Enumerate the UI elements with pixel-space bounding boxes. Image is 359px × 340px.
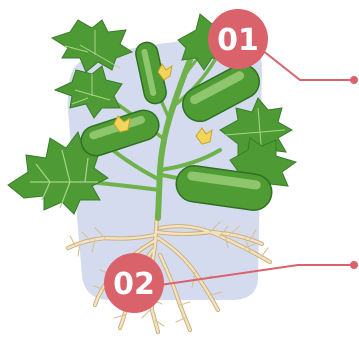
callout-02-number: 02 [113, 267, 155, 302]
callout-01-pointer [262, 50, 353, 80]
callout-01-number: 01 [217, 23, 259, 58]
callout-01-endpoint [350, 76, 358, 84]
callout-02-endpoint [350, 261, 358, 269]
